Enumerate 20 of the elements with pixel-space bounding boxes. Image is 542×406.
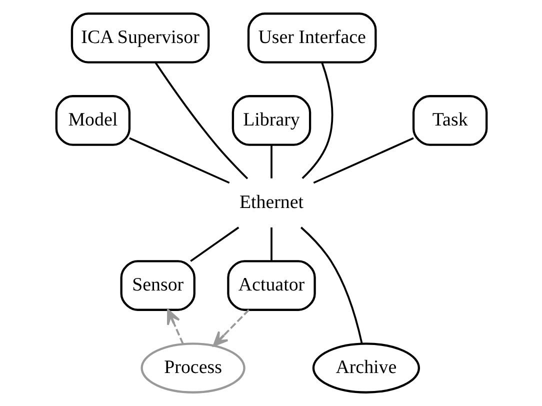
- connector: [312, 137, 414, 184]
- node-ellipse: Process: [140, 342, 245, 394]
- node-text: Ethernet: [238, 192, 304, 214]
- connector: [128, 137, 230, 184]
- node-ellipse: Archive: [312, 342, 420, 394]
- node-box: Library: [231, 95, 311, 146]
- node-box: User Interface: [246, 12, 376, 64]
- arrow: [212, 309, 249, 347]
- node-box: Sensor: [120, 260, 195, 311]
- node-box: ICA Supervisor: [70, 12, 210, 64]
- arrow: [166, 309, 184, 344]
- connector: [190, 226, 239, 262]
- node-box: Model: [54, 95, 130, 146]
- node-box: Actuator: [226, 260, 316, 311]
- connector: [301, 62, 333, 179]
- connector: [154, 62, 248, 180]
- connector: [270, 144, 272, 178]
- connector: [270, 227, 272, 261]
- node-box: Task: [412, 95, 488, 146]
- connector: [300, 226, 362, 344]
